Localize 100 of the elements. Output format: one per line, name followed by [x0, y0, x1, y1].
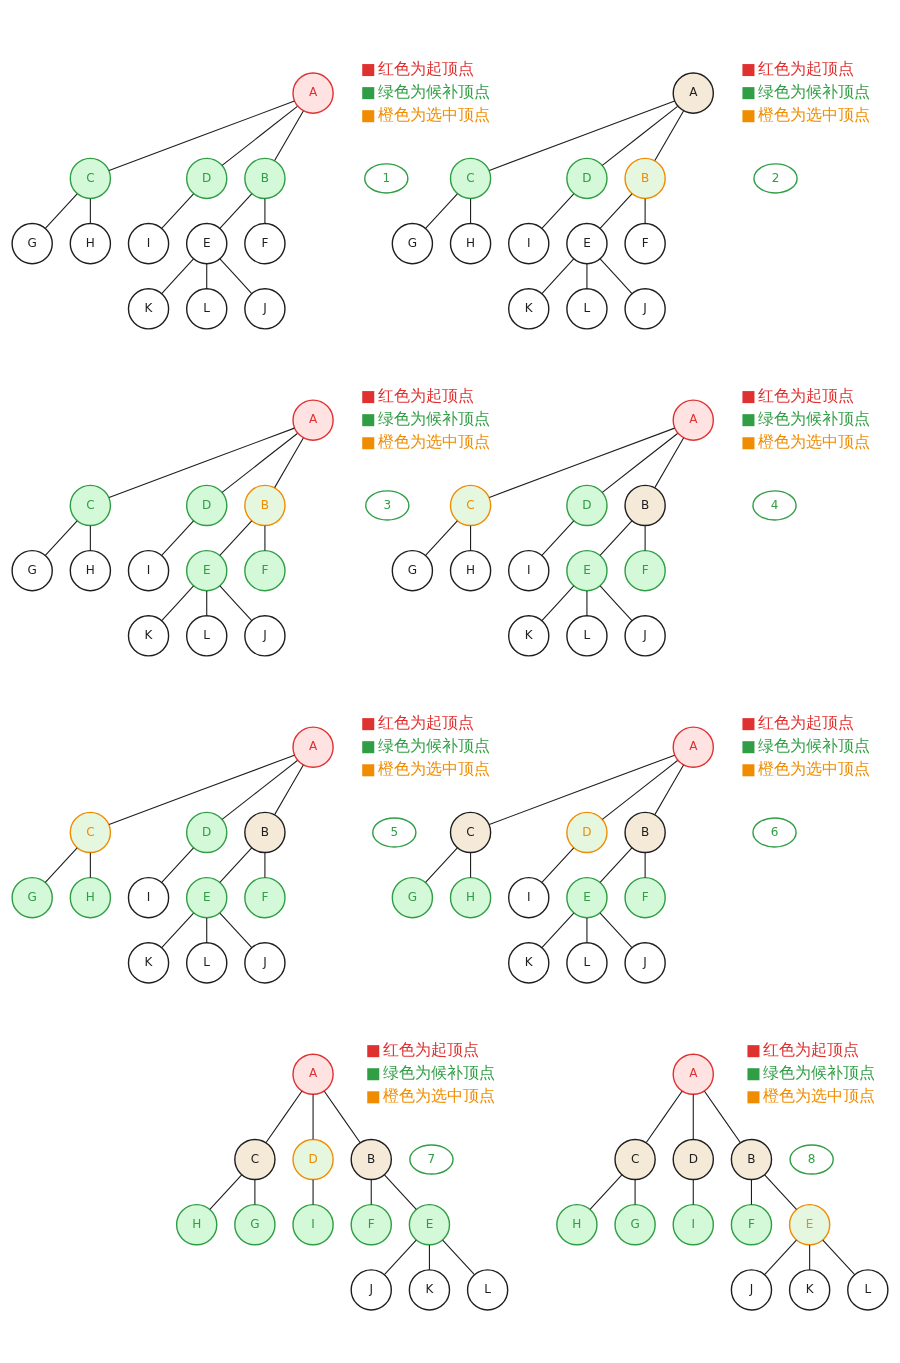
legend-label: 绿色为候补顶点: [758, 736, 871, 756]
connector: [274, 437, 304, 489]
connector: [274, 764, 304, 816]
connector: [89, 852, 91, 879]
node-circle: H: [449, 549, 492, 592]
connector: [809, 1244, 811, 1271]
connector: [424, 520, 458, 556]
connector: [470, 852, 472, 879]
node-circle: J: [624, 615, 666, 657]
node-circle: F: [244, 549, 286, 592]
connector: [644, 525, 646, 551]
node-circle: D: [566, 811, 608, 854]
node-circle: E: [566, 876, 608, 919]
node-circle: I: [508, 222, 550, 265]
legend-label: 橙色为选中顶点: [378, 105, 491, 125]
node-circle: B: [244, 811, 286, 854]
node-circle: K: [508, 615, 550, 657]
node-circle: G: [11, 876, 53, 919]
node-circle: K: [127, 288, 170, 330]
node-circle: B: [244, 484, 286, 527]
node-circle: L: [566, 615, 608, 657]
node-circle: B: [624, 157, 666, 200]
connector: [654, 110, 685, 162]
legend-label: 红色为起顶点: [383, 1039, 480, 1059]
connector: [541, 912, 575, 949]
node-circle: K: [408, 1269, 451, 1311]
node-circle: D: [185, 157, 228, 200]
connector: [44, 847, 78, 883]
node-circle: G: [391, 549, 434, 592]
node-circle: C: [69, 811, 112, 854]
connector: [219, 912, 253, 949]
node-circle: J: [624, 288, 666, 330]
connector: [108, 754, 295, 826]
node-circle: K: [127, 615, 170, 657]
node-circle: F: [730, 1203, 773, 1246]
connector: [428, 1244, 430, 1271]
legend-label: 红色为起顶点: [378, 58, 475, 78]
node-circle: G: [234, 1203, 276, 1246]
connector: [822, 1239, 856, 1276]
legend-label: 绿色为候补顶点: [378, 736, 491, 756]
node-circle: G: [11, 222, 53, 265]
connector: [764, 1239, 797, 1276]
connector: [161, 258, 195, 295]
node-circle: G: [391, 222, 434, 265]
legend-label: 橙色为选中顶点: [758, 105, 871, 125]
connector: [750, 1179, 752, 1206]
connector: [161, 847, 195, 883]
node-circle: J: [624, 942, 666, 984]
node-circle: I: [672, 1203, 715, 1246]
connector: [274, 110, 304, 162]
node-circle: C: [69, 484, 112, 527]
legend-label: 橙色为选中顶点: [758, 432, 871, 452]
connector: [599, 520, 633, 556]
node-circle: H: [449, 222, 492, 265]
connector: [644, 852, 646, 879]
node-circle: F: [624, 876, 666, 919]
legend-label: 绿色为候补顶点: [378, 81, 491, 101]
connector: [541, 847, 575, 883]
node-circle: E: [185, 876, 228, 919]
legend-label: 橙色为选中顶点: [763, 1086, 876, 1106]
connector: [599, 585, 633, 622]
connector: [692, 1094, 694, 1140]
connector: [161, 520, 195, 556]
connector: [370, 1179, 372, 1206]
connector: [488, 100, 676, 171]
connector: [589, 1174, 623, 1210]
connector: [219, 585, 253, 622]
node-circle: L: [847, 1269, 889, 1311]
connector: [586, 590, 588, 617]
connector: [312, 1179, 314, 1206]
node-circle: B: [730, 1138, 773, 1181]
node-ellipse: 8: [789, 1144, 834, 1175]
connector: [644, 198, 646, 224]
node-circle: I: [127, 222, 170, 265]
node-circle: F: [624, 222, 666, 265]
legend-label: 红色为起顶点: [378, 712, 475, 732]
node-ellipse: 2: [753, 163, 798, 194]
connector: [323, 1090, 361, 1144]
connector: [383, 1239, 417, 1276]
connector: [654, 437, 685, 489]
connector: [264, 525, 266, 551]
node-circle: I: [292, 1203, 334, 1246]
connector: [108, 427, 295, 498]
node-circle: A: [672, 1053, 715, 1095]
legend-label: 绿色为候补顶点: [383, 1063, 496, 1083]
legend-label: 红色为起顶点: [758, 712, 855, 732]
connector: [601, 432, 679, 493]
legend-label: 红色为起顶点: [763, 1039, 860, 1059]
node-circle: H: [69, 876, 112, 919]
node-circle: H: [69, 549, 112, 592]
legend-label: 红色为起顶点: [758, 58, 855, 78]
node-circle: L: [185, 615, 228, 657]
connector: [488, 427, 676, 498]
legend-label: 橙色为选中顶点: [383, 1086, 496, 1106]
node-ellipse: 4: [752, 490, 797, 521]
node-circle: J: [244, 288, 286, 330]
node-circle: A: [292, 1053, 334, 1095]
node-circle: L: [185, 942, 228, 984]
legend-label: 橙色为选中顶点: [378, 432, 491, 452]
connector: [221, 105, 298, 166]
